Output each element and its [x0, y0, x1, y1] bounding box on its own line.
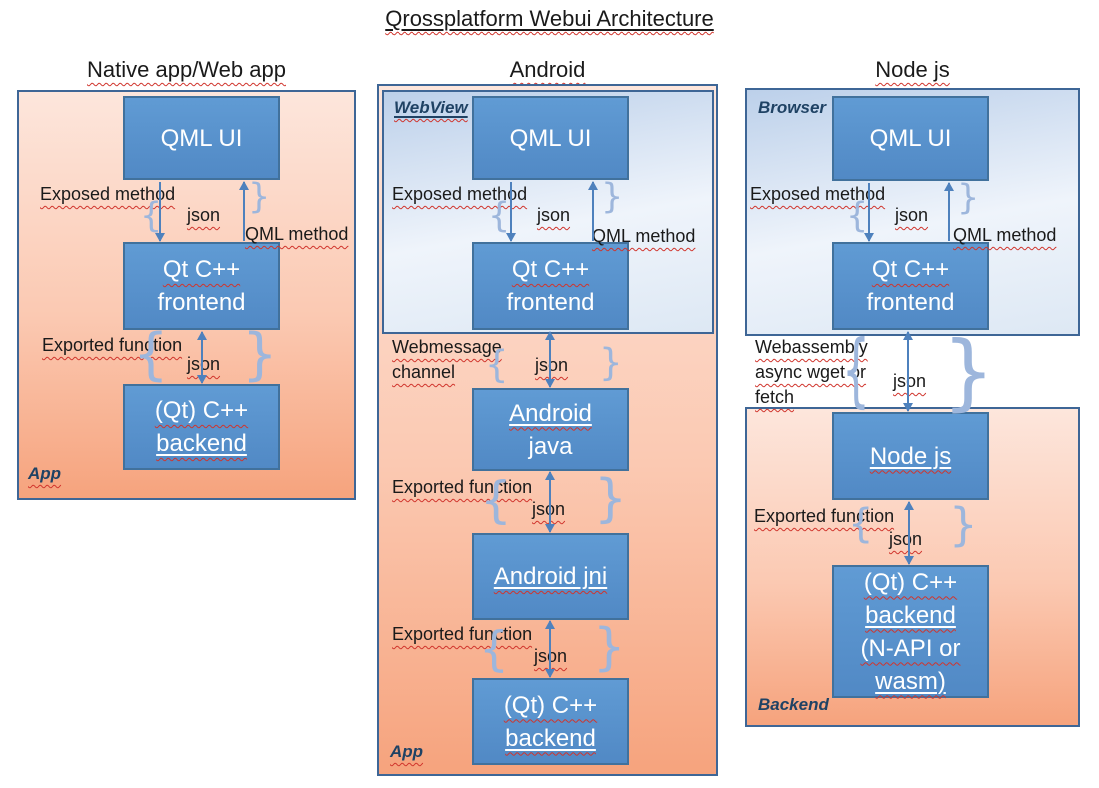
arrow-down-icon [506, 181, 516, 242]
nodejs-label-json3: json [889, 529, 923, 549]
native-box-qml-ui: QML UI [123, 96, 280, 180]
arrow-double-icon [545, 331, 555, 388]
heading-android: Android [509, 57, 586, 82]
nodejs-label-qml-method: QML method [953, 225, 1057, 245]
android-app-label: App [390, 742, 424, 761]
android-label-json2: json [535, 355, 569, 375]
arrow-double-icon [545, 620, 555, 678]
native-box-qt-frontend: Qt C++ frontend [123, 242, 280, 330]
arrow-down-icon [864, 182, 874, 242]
android-label-webmessage-channel: Webmessage channel [392, 337, 502, 382]
nodejs-label-exported-function: Exported function [754, 506, 895, 526]
arrow-double-icon [545, 471, 555, 533]
arrow-up-icon [944, 182, 954, 242]
nodejs-box-node: Node js [832, 412, 989, 500]
nodejs-box-qt-frontend: Qt C++ frontend [832, 242, 989, 330]
nodejs-label-webassembly: Webassembly async wget or fetch [755, 337, 868, 407]
heading-native-web-app: Native app/Web app [87, 57, 286, 82]
nodejs-label-exposed-method: Exposed method [750, 184, 886, 204]
native-label-exposed-method: Exposed method [40, 184, 176, 204]
diagram-title-text: Qrossplatform Webui Architecture [385, 6, 714, 31]
diagram-title: Qrossplatform Webui Architecture [0, 6, 1099, 32]
arrow-double-icon [197, 331, 207, 384]
native-label-qml-method: QML method [245, 224, 349, 244]
native-app-label: App [28, 464, 62, 483]
arrow-down-icon [155, 181, 165, 242]
arrow-double-icon [903, 331, 913, 412]
android-box-qml-ui: QML UI [472, 96, 629, 180]
webview-label: WebView [394, 98, 468, 117]
nodejs-label-json2: json [893, 371, 927, 391]
android-box-java: Android java [472, 388, 629, 471]
arrow-up-icon [239, 181, 249, 242]
android-label-exported-function1: Exported function [392, 477, 533, 497]
native-label-json-bottom: json [187, 354, 221, 374]
nodejs-box-qml-ui: QML UI [832, 96, 989, 181]
android-box-jni: Android jni [472, 533, 629, 620]
native-label-json-top: json [187, 205, 221, 225]
arrow-up-icon [588, 181, 598, 242]
android-label-qml-method: QML method [592, 226, 696, 246]
brace-right-icon [942, 330, 995, 413]
android-label-exposed-method: Exposed method [392, 184, 528, 204]
nodejs-box-cpp-backend: (Qt) C++ backend (N-API or wasm) [832, 565, 989, 698]
android-box-cpp-backend: (Qt) C++ backend [472, 678, 629, 765]
native-label-exported-function: Exported function [42, 335, 183, 355]
heading-node-js: Node js [875, 57, 950, 82]
browser-label: Browser [758, 98, 827, 117]
native-box-cpp-backend: (Qt) C++ backend [123, 384, 280, 470]
android-label-json3: json [532, 499, 565, 519]
android-label-exported-function2: Exported function [392, 624, 533, 644]
backend-label: Backend [758, 695, 829, 714]
android-label-json1: json [537, 205, 571, 225]
arrow-double-icon [904, 501, 914, 565]
nodejs-label-json1: json [895, 205, 929, 225]
android-box-qt-frontend: Qt C++ frontend [472, 242, 629, 330]
